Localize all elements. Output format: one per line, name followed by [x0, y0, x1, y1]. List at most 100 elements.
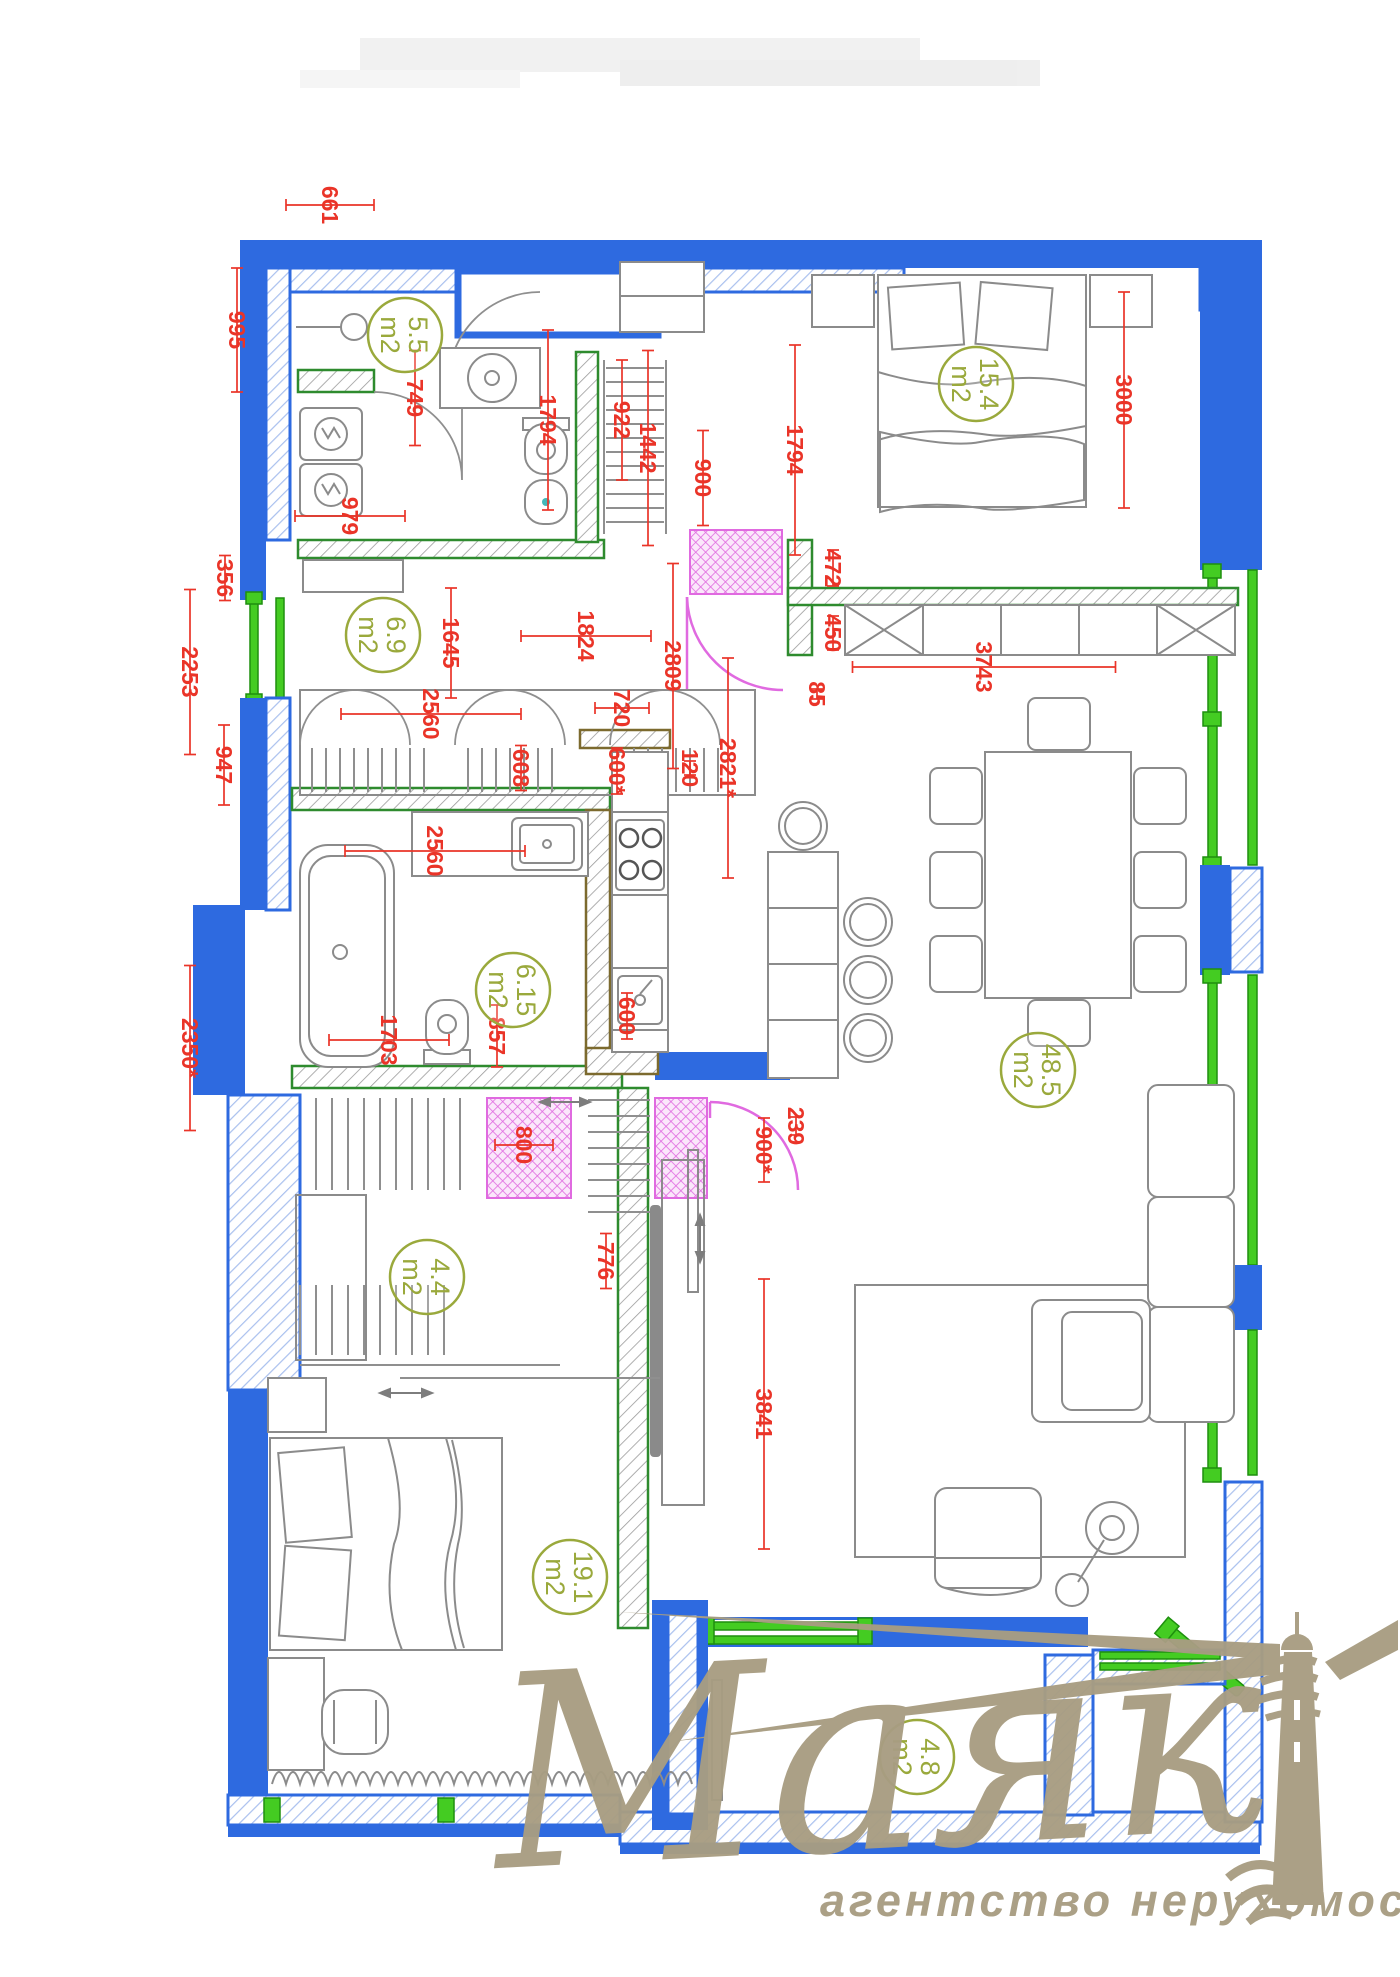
dimension: 3841 — [751, 1278, 777, 1550]
svg-text:2821*: 2821* — [715, 738, 741, 798]
door-living-room — [486, 1097, 800, 1199]
dimension: 922 — [609, 359, 635, 481]
svg-text:472: 472 — [820, 549, 846, 587]
washbasin-round — [439, 347, 541, 409]
wall-top — [240, 240, 1262, 268]
wall-left-mid-hatch — [264, 696, 292, 912]
wall-left-jog — [193, 905, 245, 1095]
svg-text:1703: 1703 — [376, 1014, 402, 1065]
svg-text:776: 776 — [593, 1242, 619, 1280]
wall-left-pier — [240, 540, 266, 600]
dimension: 749 — [402, 349, 428, 447]
nightstand — [811, 274, 875, 328]
room-label-laundry: 5.5m2 — [366, 296, 444, 374]
toilet — [522, 417, 570, 475]
wall-right-pier-hatch — [1228, 866, 1264, 974]
wall-left-mid — [240, 698, 266, 910]
svg-text:5.5: 5.5 — [403, 316, 433, 354]
room-label-hallway: 6.9m2 — [344, 596, 422, 674]
svg-text:1794: 1794 — [535, 394, 561, 445]
svg-text:m2: m2 — [887, 1738, 917, 1776]
loggia-rail — [711, 1679, 723, 1801]
svg-text:2560: 2560 — [418, 688, 444, 739]
svg-text:720: 720 — [609, 689, 635, 727]
svg-text:450: 450 — [820, 614, 846, 652]
dimension: 2560 — [344, 825, 526, 877]
dimension: 776 — [593, 1232, 619, 1290]
watermark-title: Маяк — [481, 1580, 1275, 1932]
dimension: 2809 — [660, 562, 686, 770]
svg-text:6.9: 6.9 — [381, 616, 411, 654]
dimension: 2560 — [340, 688, 522, 740]
double-bed — [877, 274, 1087, 514]
lighthouse-beams-icon — [618, 1612, 1398, 1742]
svg-text:800: 800 — [511, 1126, 537, 1164]
dimension: 1645 — [438, 587, 464, 699]
room-label-loggia: 4.8m2 — [878, 1718, 956, 1796]
slide-arrow-h2 — [377, 1387, 435, 1399]
laundry-shelf — [302, 559, 404, 593]
svg-text:239: 239 — [783, 1107, 809, 1145]
wardrobe — [619, 261, 705, 333]
slide-arrow-v — [694, 1212, 706, 1265]
door-bedroom-master — [685, 529, 784, 692]
kitchen-counter — [611, 751, 669, 1053]
partition-wc-bottom — [296, 538, 606, 560]
svg-text:900*: 900* — [751, 1126, 777, 1173]
partition-laundry — [296, 368, 376, 394]
svg-text:m2: m2 — [353, 616, 383, 654]
svg-text:3000: 3000 — [1111, 374, 1137, 425]
floor-lamp — [1055, 1501, 1139, 1607]
window-right-1 — [1202, 563, 1258, 872]
svg-text:600*: 600* — [604, 747, 630, 794]
desk-chair — [321, 1689, 389, 1755]
wardrobe-room-fittings — [295, 1096, 706, 1399]
wall-left-lower-hatch — [226, 1093, 302, 1392]
towel-radiator — [603, 360, 667, 534]
svg-text:900: 900 — [690, 459, 716, 497]
room-area-labels: 5.5m215.4m26.9m26.15m248.5m24.4m219.1m24… — [344, 296, 1077, 1796]
wall-bedroom-right-lower-hatch — [666, 1612, 700, 1816]
wall-right-upper — [1200, 240, 1262, 570]
wall-bottom-bedroom-line — [228, 1825, 620, 1837]
partition-bath-right — [584, 808, 612, 1090]
svg-text:2560: 2560 — [422, 825, 448, 876]
dimension: 947 — [211, 724, 237, 806]
corner-sofa — [1031, 1084, 1235, 1423]
svg-text:2809: 2809 — [660, 640, 686, 691]
wall-left-upper-hatch — [264, 266, 292, 542]
window-left — [245, 591, 285, 707]
svg-text:947: 947 — [211, 746, 237, 784]
svg-text:979: 979 — [337, 497, 363, 535]
partition-bath-bottom — [290, 1064, 624, 1090]
dimension: 472 — [820, 549, 846, 587]
watermark-subtitle: агентство нерухомості — [820, 1875, 1400, 1926]
nightstand — [267, 1377, 327, 1433]
kitchen-stove — [615, 819, 665, 891]
armchair — [934, 1487, 1042, 1596]
dimension: 661 — [285, 186, 375, 225]
svg-text:6.15: 6.15 — [511, 964, 541, 1017]
door-laundry-arc — [373, 391, 463, 481]
furniture-layer — [267, 261, 1236, 1801]
dimension: 450 — [820, 614, 846, 652]
svg-text:120: 120 — [677, 749, 703, 787]
svg-text:m2: m2 — [375, 316, 405, 354]
dimension: 2821* — [715, 657, 741, 879]
svg-text:3841: 3841 — [751, 1388, 777, 1439]
partition-kitchen-top — [578, 728, 672, 750]
dimension: 3000 — [1111, 291, 1137, 509]
dimension: 1794 — [782, 344, 808, 556]
wall-left-lower — [228, 1390, 268, 1830]
dimension: 608 — [508, 744, 534, 792]
svg-text:85: 85 — [804, 681, 830, 707]
dimension: 85 — [804, 681, 830, 707]
svg-text:661: 661 — [317, 186, 343, 225]
window-bottom-left-a — [263, 1797, 281, 1823]
svg-text:19.1: 19.1 — [568, 1551, 598, 1604]
bathtub — [299, 844, 395, 1068]
doors — [373, 291, 800, 1199]
